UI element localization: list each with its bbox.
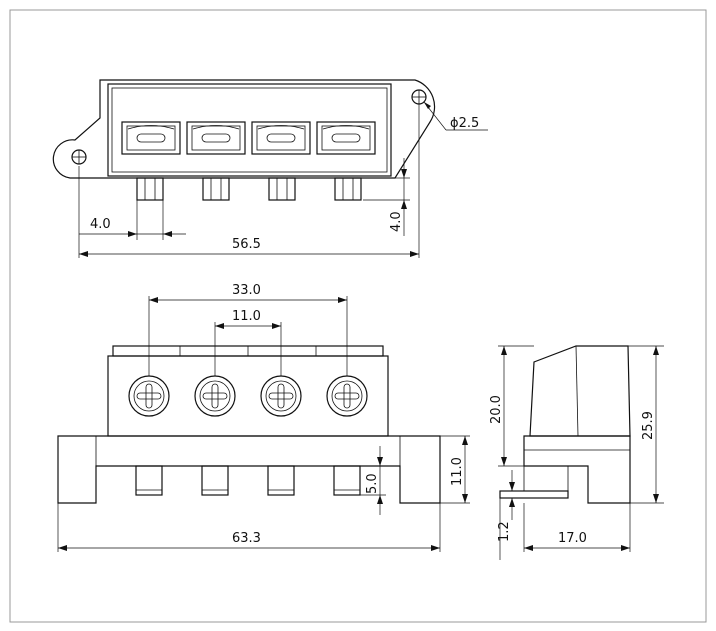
front-view: 33.0 11.0 5.0 11.0	[57, 283, 470, 552]
dim-overall-length-label: 63.3	[232, 531, 261, 546]
top-view: ϕ2.5 4.0 56.5 4.0	[52, 79, 488, 258]
top-view-body	[107, 83, 392, 177]
screw-head	[128, 375, 170, 417]
side-view-cap	[529, 345, 631, 437]
dim-hole-diameter: ϕ2.5	[423, 101, 488, 131]
dim-hole-diameter-label: ϕ2.5	[450, 116, 479, 131]
dim-screw-pitch-inner: 11.0	[214, 309, 282, 376]
dim-pin-offset-label: 1.2	[497, 521, 512, 542]
top-view-flange	[52, 79, 436, 179]
dim-body-height: 20.0	[489, 345, 534, 467]
dim-total-height: 25.9	[628, 345, 664, 504]
terminal-slot	[121, 121, 181, 155]
side-view: 20.0 25.9 1.2 17.0	[489, 345, 664, 560]
dim-screw-pitch-inner-label: 11.0	[232, 309, 261, 324]
mounting-hole-left	[71, 149, 87, 165]
dim-side-width: 17.0	[523, 503, 631, 552]
dim-pin-pitch-small: 4.0	[78, 166, 186, 258]
terminal-slot	[316, 121, 376, 155]
dim-pin-pitch-small-label: 4.0	[90, 217, 111, 232]
top-view-pins	[136, 177, 362, 201]
screw-head	[194, 375, 236, 417]
dim-base-height: 11.0	[440, 435, 470, 504]
dim-screw-pitch-outer: 33.0	[148, 283, 348, 376]
drawing-frame	[9, 9, 707, 623]
terminal-slot	[186, 121, 246, 155]
dim-side-width-label: 17.0	[558, 531, 587, 546]
dim-screw-pitch-outer-label: 33.0	[232, 283, 261, 298]
dim-body-height-label: 20.0	[489, 395, 504, 424]
side-view-base	[523, 435, 631, 504]
screw-head	[326, 375, 368, 417]
dim-overall-top-length-label: 56.5	[232, 237, 261, 252]
dim-overall-top-length: 56.5	[79, 104, 420, 258]
dim-total-height-label: 25.9	[641, 411, 656, 440]
dim-pin-offset: 1.2	[497, 470, 515, 560]
screw-head	[260, 375, 302, 417]
dim-pin-length-front-label: 5.0	[365, 473, 380, 494]
front-view-pins	[135, 465, 361, 496]
dim-pin-length-top: 4.0	[363, 158, 410, 236]
mounting-hole-right	[411, 89, 427, 105]
dim-overall-length: 63.3	[57, 503, 441, 552]
top-view-body-inner	[111, 87, 388, 173]
dim-pin-length-front: 5.0	[360, 446, 400, 515]
front-view-body	[107, 355, 389, 437]
dim-pin-length-top-label: 4.0	[389, 211, 404, 232]
front-view-base	[57, 435, 441, 504]
side-view-pin	[499, 490, 569, 499]
dim-base-height-label: 11.0	[450, 457, 465, 486]
terminal-slot	[251, 121, 311, 155]
